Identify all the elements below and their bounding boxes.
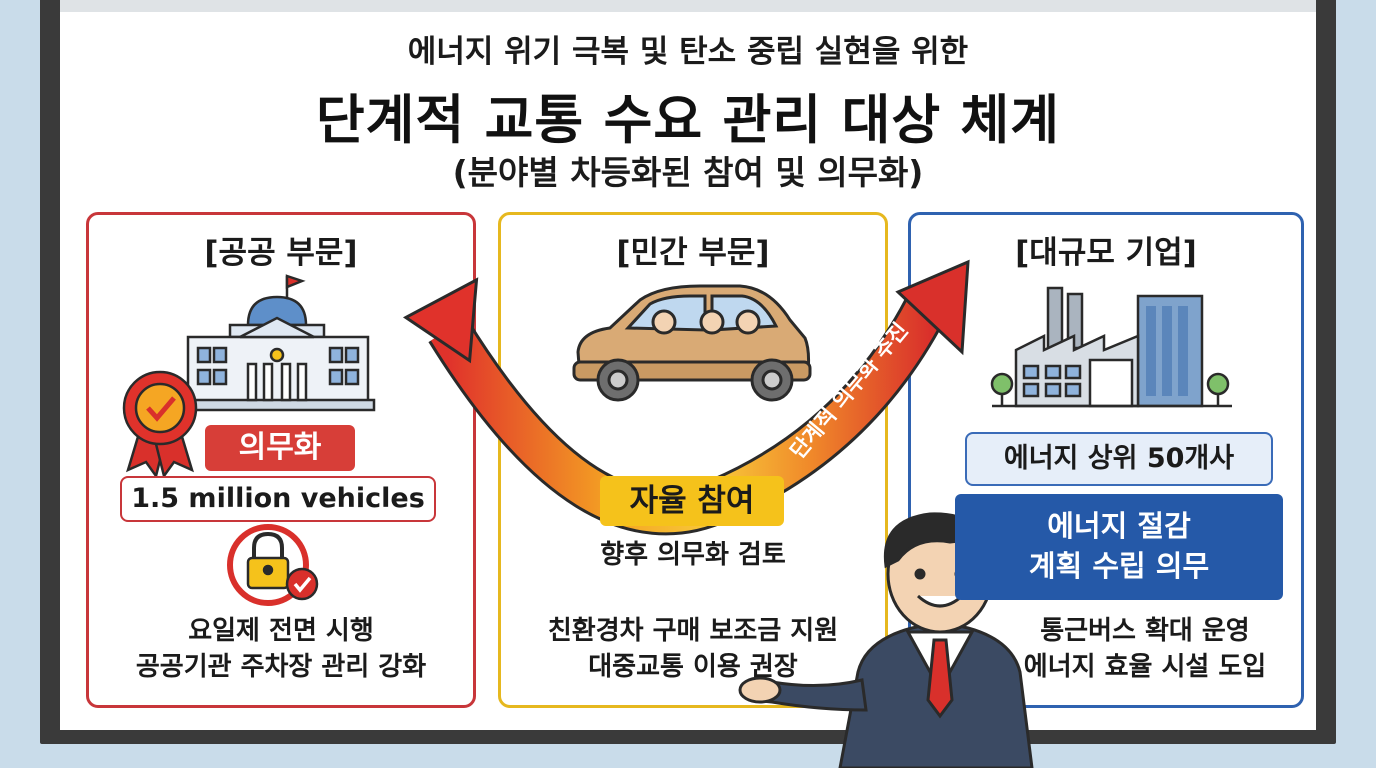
top50-badge: 에너지 상위 50개사 xyxy=(965,432,1273,486)
public-line-1: 요일제 전면 시행 xyxy=(188,616,374,646)
government-building-icon xyxy=(180,274,376,412)
private-line-1: 친환경차 구매 보조금 지원 xyxy=(547,616,839,646)
mandatory-badge: 의무화 xyxy=(205,425,355,471)
public-vehicles-label: 1.5 million vehicles xyxy=(120,476,436,522)
voluntary-badge: 자율 참여 xyxy=(600,476,784,526)
panel-corporate-title: [대규모 기업] xyxy=(1015,235,1197,271)
lock-check-icon xyxy=(227,524,319,606)
corporate-line-2: 에너지 효율 시설 도입 xyxy=(1023,652,1267,682)
factory-icon xyxy=(990,286,1232,408)
panel-public-title: [공공 부문] xyxy=(204,235,358,271)
award-badge-icon xyxy=(122,370,198,479)
energy-plan-line-1: 에너지 절감 xyxy=(1047,509,1191,543)
private-line-2: 대중교통 이용 권장 xyxy=(588,652,798,682)
title-line-1: 에너지 위기 극복 및 탄소 중립 실현을 위한 xyxy=(407,34,969,70)
energy-plan-line-2: 계획 수립 의무 xyxy=(1028,549,1210,583)
screen-top-strip xyxy=(60,0,1316,12)
corporate-line-1: 통근버스 확대 운영 xyxy=(1040,616,1250,646)
panel-private-title: [민간 부문] xyxy=(616,235,770,271)
main-title: 단계적 교통 수요 관리 대상 체계 xyxy=(315,90,1061,151)
public-line-2: 공공기관 주차장 관리 강화 xyxy=(135,652,427,682)
private-sub: 향후 의무화 검토 xyxy=(600,540,786,570)
energy-plan-badge: 에너지 절감 계획 수립 의무 xyxy=(955,494,1283,600)
title-subtitle: (분야별 차등화된 참여 및 의무화) xyxy=(452,153,924,192)
car-icon xyxy=(572,284,812,402)
